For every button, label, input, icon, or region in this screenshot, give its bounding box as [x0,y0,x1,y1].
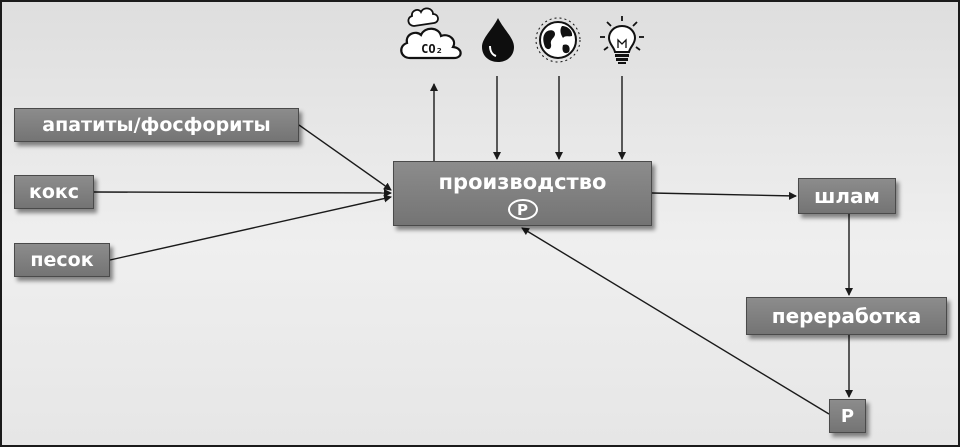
node-apatite-phosphorite: апатиты/фосфориты [14,108,299,142]
node-p: Р [829,399,866,433]
water-drop-icon [482,18,514,62]
light-bulb-icon [600,16,644,64]
co2-label: CO₂ [421,42,443,56]
arrow-koks-to-production [93,188,392,197]
node-koks: кокс [14,175,94,209]
arrow-production-to-shlam [651,191,797,200]
node-pererabotka: переработка [746,297,947,335]
node-shlam: шлам [798,178,896,214]
globe-icon [535,17,581,63]
production-p-badge: Р [507,199,538,220]
arrow-apatite-to-production [298,124,392,191]
node-pesok: песок [14,243,110,277]
node-production: производство Р [393,161,652,226]
production-label: производство [438,170,607,194]
cloud-co2-icon: CO₂ [400,7,462,60]
arrow-p-to-production [521,227,830,415]
arrow-pesok-to-production [109,194,392,261]
